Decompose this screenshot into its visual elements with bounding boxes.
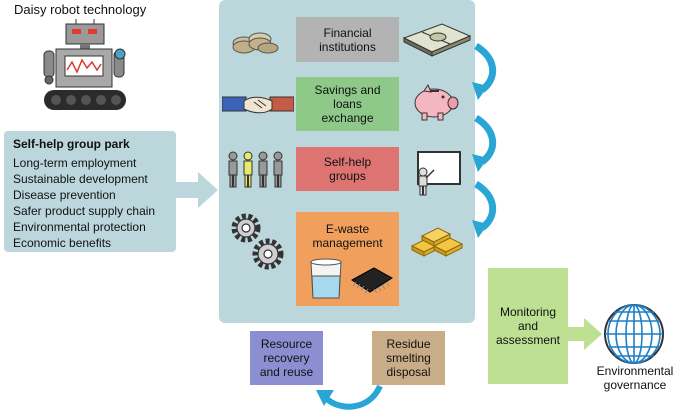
piggy-bank-icon xyxy=(414,83,459,121)
flow-arrow-2 xyxy=(472,115,496,172)
residue-smelting-box: Residue smelting disposal xyxy=(372,331,445,385)
flow-arrow-bottom xyxy=(316,384,383,410)
beaker-icon xyxy=(310,258,342,299)
robot-title: Daisy robot technology xyxy=(14,2,147,17)
microchip-icon xyxy=(351,267,393,294)
ewaste-management-label: E-waste management xyxy=(312,222,383,250)
park-item: Economic benefits xyxy=(13,236,112,250)
coins-icon xyxy=(232,32,279,54)
park-item: Long-term employment xyxy=(13,156,137,170)
self-help-groups-box: Self-help groups xyxy=(296,147,399,191)
park-item: Safer product supply chain xyxy=(13,204,156,218)
savings-loans-box: Savings and loans exchange xyxy=(296,77,399,131)
self-help-groups-label: Self-help groups xyxy=(323,155,372,183)
park-item: Disease prevention xyxy=(13,188,116,202)
robot-icon xyxy=(43,19,126,110)
monitoring-assessment-label: Monitoring and assessment xyxy=(495,305,561,347)
residue-smelting-label: Residue smelting disposal xyxy=(386,337,431,379)
handshake-icon xyxy=(222,96,294,114)
globe-icon xyxy=(604,304,664,364)
park-title: Self-help group park xyxy=(13,137,130,151)
park-to-panel-arrow xyxy=(176,172,218,208)
monitoring-assessment-box: Monitoring and assessment xyxy=(488,268,568,384)
park-item: Sustainable development xyxy=(13,172,148,186)
banknotes-icon xyxy=(402,23,472,57)
flow-arrow-1 xyxy=(472,43,496,100)
park-item: Environmental protection xyxy=(13,220,146,234)
environmental-governance-label: Environmental governance xyxy=(596,364,674,392)
flow-arrow-3 xyxy=(472,181,496,238)
gears-icon xyxy=(231,213,284,270)
people-icon xyxy=(228,151,283,188)
monitoring-to-governance-arrow xyxy=(568,318,602,350)
resource-recovery-label: Resource recovery and reuse xyxy=(259,337,314,379)
financial-institutions-box: Financial institutions xyxy=(296,17,399,62)
resource-recovery-box: Resource recovery and reuse xyxy=(250,331,323,385)
self-help-group-park: Self-help group park Long-term employmen… xyxy=(4,131,176,252)
presenter-board-icon xyxy=(417,151,461,196)
financial-institutions-label: Financial institutions xyxy=(319,25,376,54)
savings-loans-label: Savings and loans exchange xyxy=(314,83,381,125)
gold-bars-icon xyxy=(410,227,464,257)
